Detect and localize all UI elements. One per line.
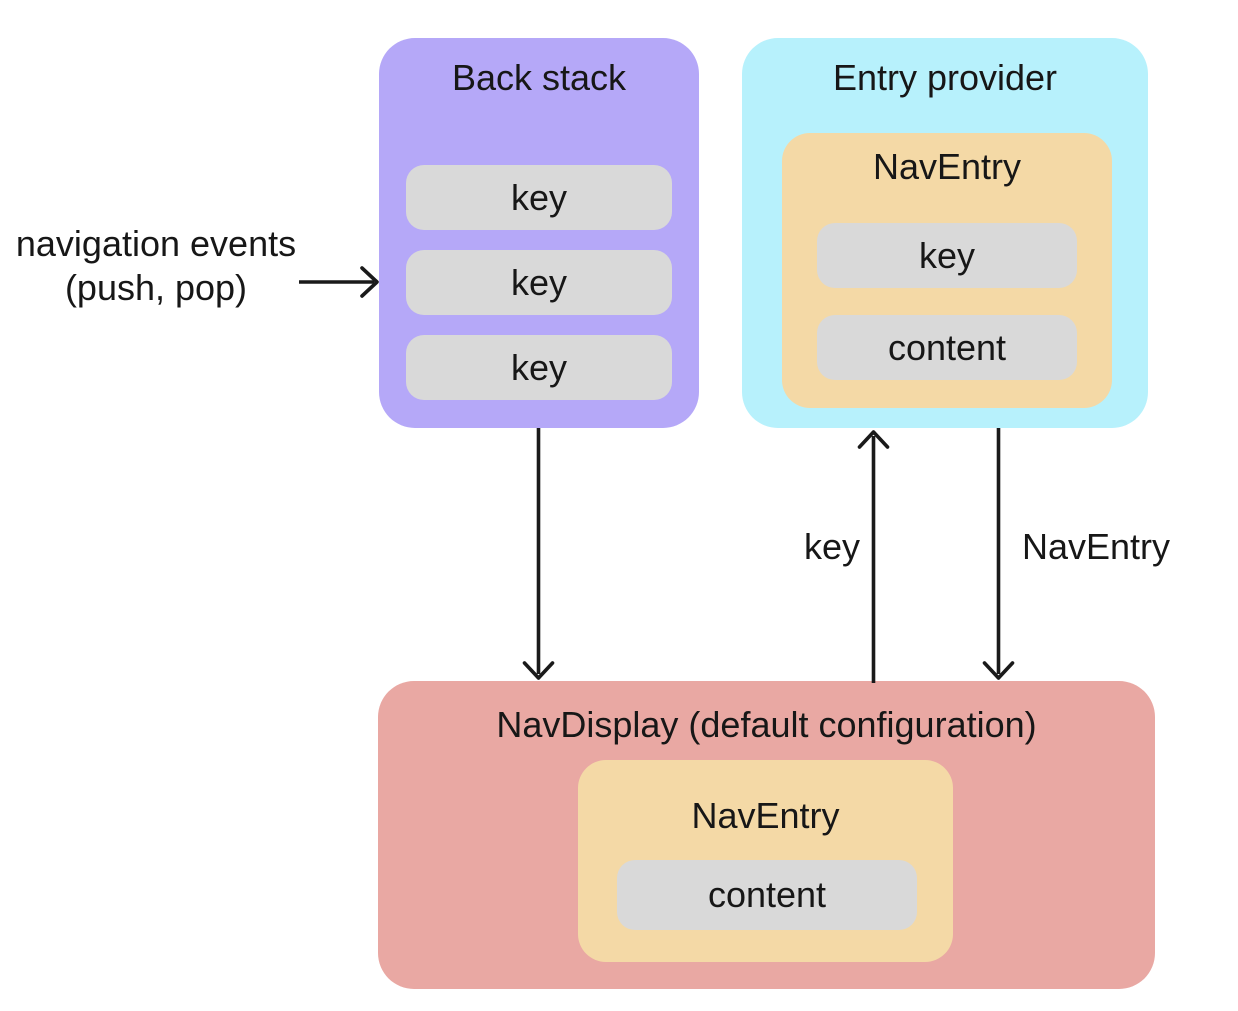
entry-provider-box: Entry provider NavEntry key content [742,38,1148,428]
entry-provider-key-pill: key [817,223,1077,288]
back-stack-title: Back stack [451,57,627,98]
entry-provider-nav-entry-title: NavEntry [872,146,1022,187]
arrow-label-key: key [803,526,860,567]
nav-display-box: NavDisplay (default configuration) NavEn… [378,681,1155,989]
entry-provider-content-pill: content [817,315,1077,380]
navigation-events-label-line2: (push, pop) [64,267,248,308]
back-stack-key-pill: key [406,165,672,230]
entry-provider-nav-entry-box: NavEntry key content [782,133,1112,408]
navigation-events-label: navigation events (push, pop) [8,222,304,310]
back-stack-key-pill: key [406,250,672,315]
entry-provider-title: Entry provider [832,57,1058,98]
nav-display-content-pill: content [617,860,917,930]
back-stack-key-pill: key [406,335,672,400]
arrow-label-naventry: NavEntry [1022,526,1171,567]
back-stack-box: Back stack key key key [379,38,699,428]
navigation-events-label-line1: navigation events [15,223,297,264]
entryprovider-to-navdisplay-naventry-arrow [982,428,1015,680]
nav-display-nav-entry-box: NavEntry content [578,760,953,962]
nav-display-title: NavDisplay (default configuration) [496,704,1037,745]
backstack-to-navdisplay-arrow [522,428,555,680]
nav-display-nav-entry-title: NavEntry [691,795,840,836]
navdisplay-to-entryprovider-key-arrow [857,430,890,683]
navigation-events-arrow [299,266,379,298]
